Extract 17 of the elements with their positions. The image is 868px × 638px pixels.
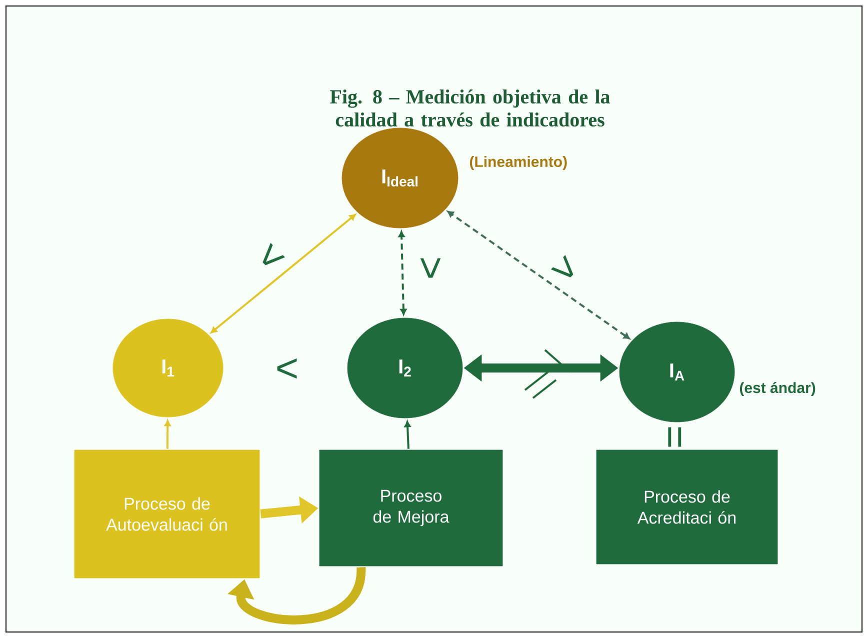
comparison-sign: < [420,258,441,278]
process-box: Proceso de Autoevaluaci ón [74,450,260,578]
comparison-sign: < [262,242,285,266]
arrow [210,214,356,334]
comparison-sign: = [668,427,682,447]
title: Fig. 8 – Medición objetiva de la calidad a través de indicadores [330,89,610,127]
arrow [164,420,171,449]
arrow [228,566,366,624]
process-box: Proceso de Acreditaci ón [596,450,778,564]
arrow [447,210,630,340]
arrow [404,420,411,449]
comparison-sign: < [550,255,574,278]
note: (est ándar) [740,382,816,396]
comparison-sign: < [277,358,297,379]
arrow [398,230,407,316]
process-box: Proceso de Mejora [319,450,503,566]
note: (Lineamiento) [470,156,567,170]
